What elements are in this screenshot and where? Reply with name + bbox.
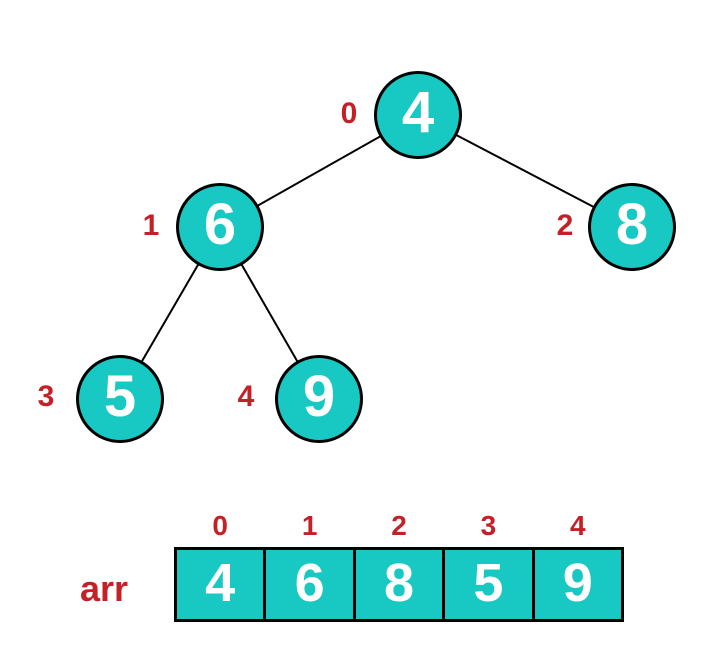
array-name-label: arr	[79, 568, 129, 609]
array-index-row: 0 1 2 3 4	[174, 508, 624, 544]
array-index-4: 4	[570, 510, 586, 541]
tree-node-0: 4	[374, 71, 462, 159]
array-cell-value: 4	[205, 552, 236, 613]
tree-node-index-1: 1	[142, 209, 160, 242]
array-index-0: 0	[212, 510, 228, 541]
array-index-2: 2	[391, 510, 407, 541]
array-cell-0: 4	[174, 547, 267, 622]
tree-node-value: 9	[302, 364, 336, 429]
array-cell-2: 8	[352, 547, 446, 622]
tree-node-index-3: 3	[37, 380, 55, 413]
tree-node-index-2: 2	[556, 209, 574, 242]
tree-node-index-0: 0	[340, 97, 358, 130]
array-index-3: 3	[480, 510, 497, 541]
tree-node-4: 9	[275, 355, 363, 443]
tree-node-2: 8	[588, 183, 676, 271]
array-cells: 4 6 8 5 9	[174, 547, 625, 622]
array-cell-1: 6	[263, 547, 356, 622]
tree-node-value: 5	[103, 364, 137, 429]
array-cell-value: 5	[473, 552, 504, 613]
tree-node-value: 4	[401, 80, 435, 145]
tree-node-value: 8	[615, 192, 649, 257]
tree-node-1: 6	[176, 183, 264, 271]
tree-node-index-4: 4	[237, 380, 255, 413]
array-cell-3: 5	[442, 547, 535, 622]
array-cell-value: 6	[294, 552, 325, 613]
array-cell-4: 9	[531, 547, 625, 622]
array-index-1: 1	[301, 510, 318, 541]
tree-node-value: 6	[203, 192, 237, 257]
array-cell-value: 9	[562, 552, 593, 613]
array-cell-value: 8	[383, 552, 415, 613]
tree-node-3: 5	[76, 355, 164, 443]
